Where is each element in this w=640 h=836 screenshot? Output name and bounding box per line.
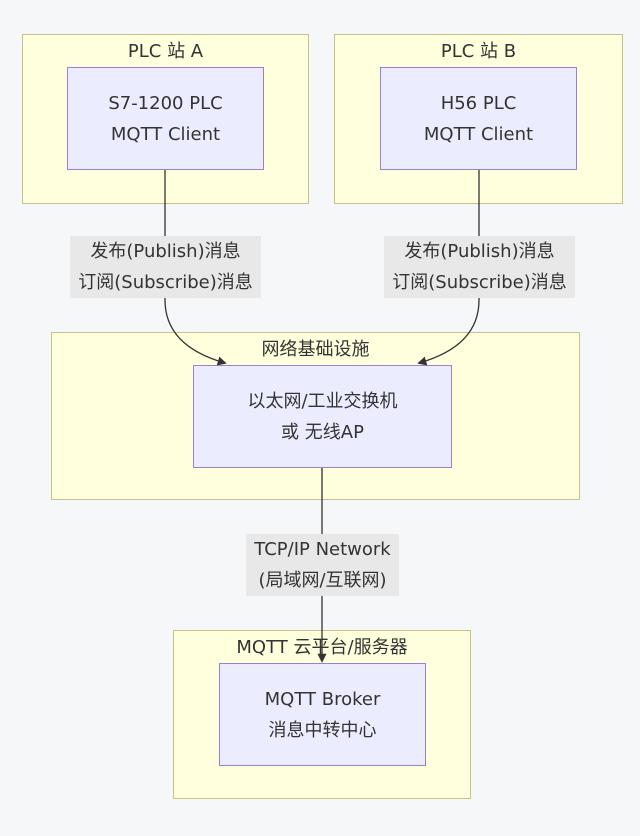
node-s7-1200-plc-line1: S7-1200 PLC [108,92,223,114]
node-ethernet-switch[interactable]: 以太网/工业交换机 或 无线AP [193,365,452,468]
group-title-plc-station-a: PLC 站 A [127,41,204,62]
node-ethernet-switch-line1: 以太网/工业交换机 [247,390,398,412]
edge-label-plc-b-line1: 发布(Publish)消息 [404,241,555,262]
edge-plc-b-to-switch [417,170,480,366]
edge-label-plc-b-line2: 订阅(Subscribe)消息 [392,272,567,293]
edge-label-tcp-ip: TCP/IP Network (局域网/互联网) [246,534,399,596]
node-mqtt-broker-line2: 消息中转中心 [268,719,377,741]
node-h56-plc-line2: MQTT Client [423,123,534,145]
node-h56-plc-line1: H56 PLC [440,92,517,114]
edge-label-tcp-ip-line2: (局域网/互联网) [258,570,387,591]
edge-label-plc-b: 发布(Publish)消息 订阅(Subscribe)消息 [384,236,575,298]
node-h56-plc[interactable]: H56 PLC MQTT Client [380,67,577,170]
edge-label-plc-a-line1: 发布(Publish)消息 [90,241,241,262]
node-s7-1200-plc[interactable]: S7-1200 PLC MQTT Client [67,67,264,170]
group-title-plc-station-b: PLC 站 B [440,41,517,62]
node-s7-1200-plc-line2: MQTT Client [110,123,221,145]
edge-plc-a-to-switch [164,170,227,366]
node-mqtt-broker-line1: MQTT Broker [264,688,381,710]
node-mqtt-broker[interactable]: MQTT Broker 消息中转中心 [219,663,426,766]
edge-label-tcp-ip-line1: TCP/IP Network [254,539,391,560]
group-title-network-infrastructure: 网络基础设施 [261,339,370,360]
edge-label-plc-a-line2: 订阅(Subscribe)消息 [78,272,253,293]
node-ethernet-switch-line2: 或 无线AP [281,421,364,443]
edge-label-plc-a: 发布(Publish)消息 订阅(Subscribe)消息 [70,236,261,298]
